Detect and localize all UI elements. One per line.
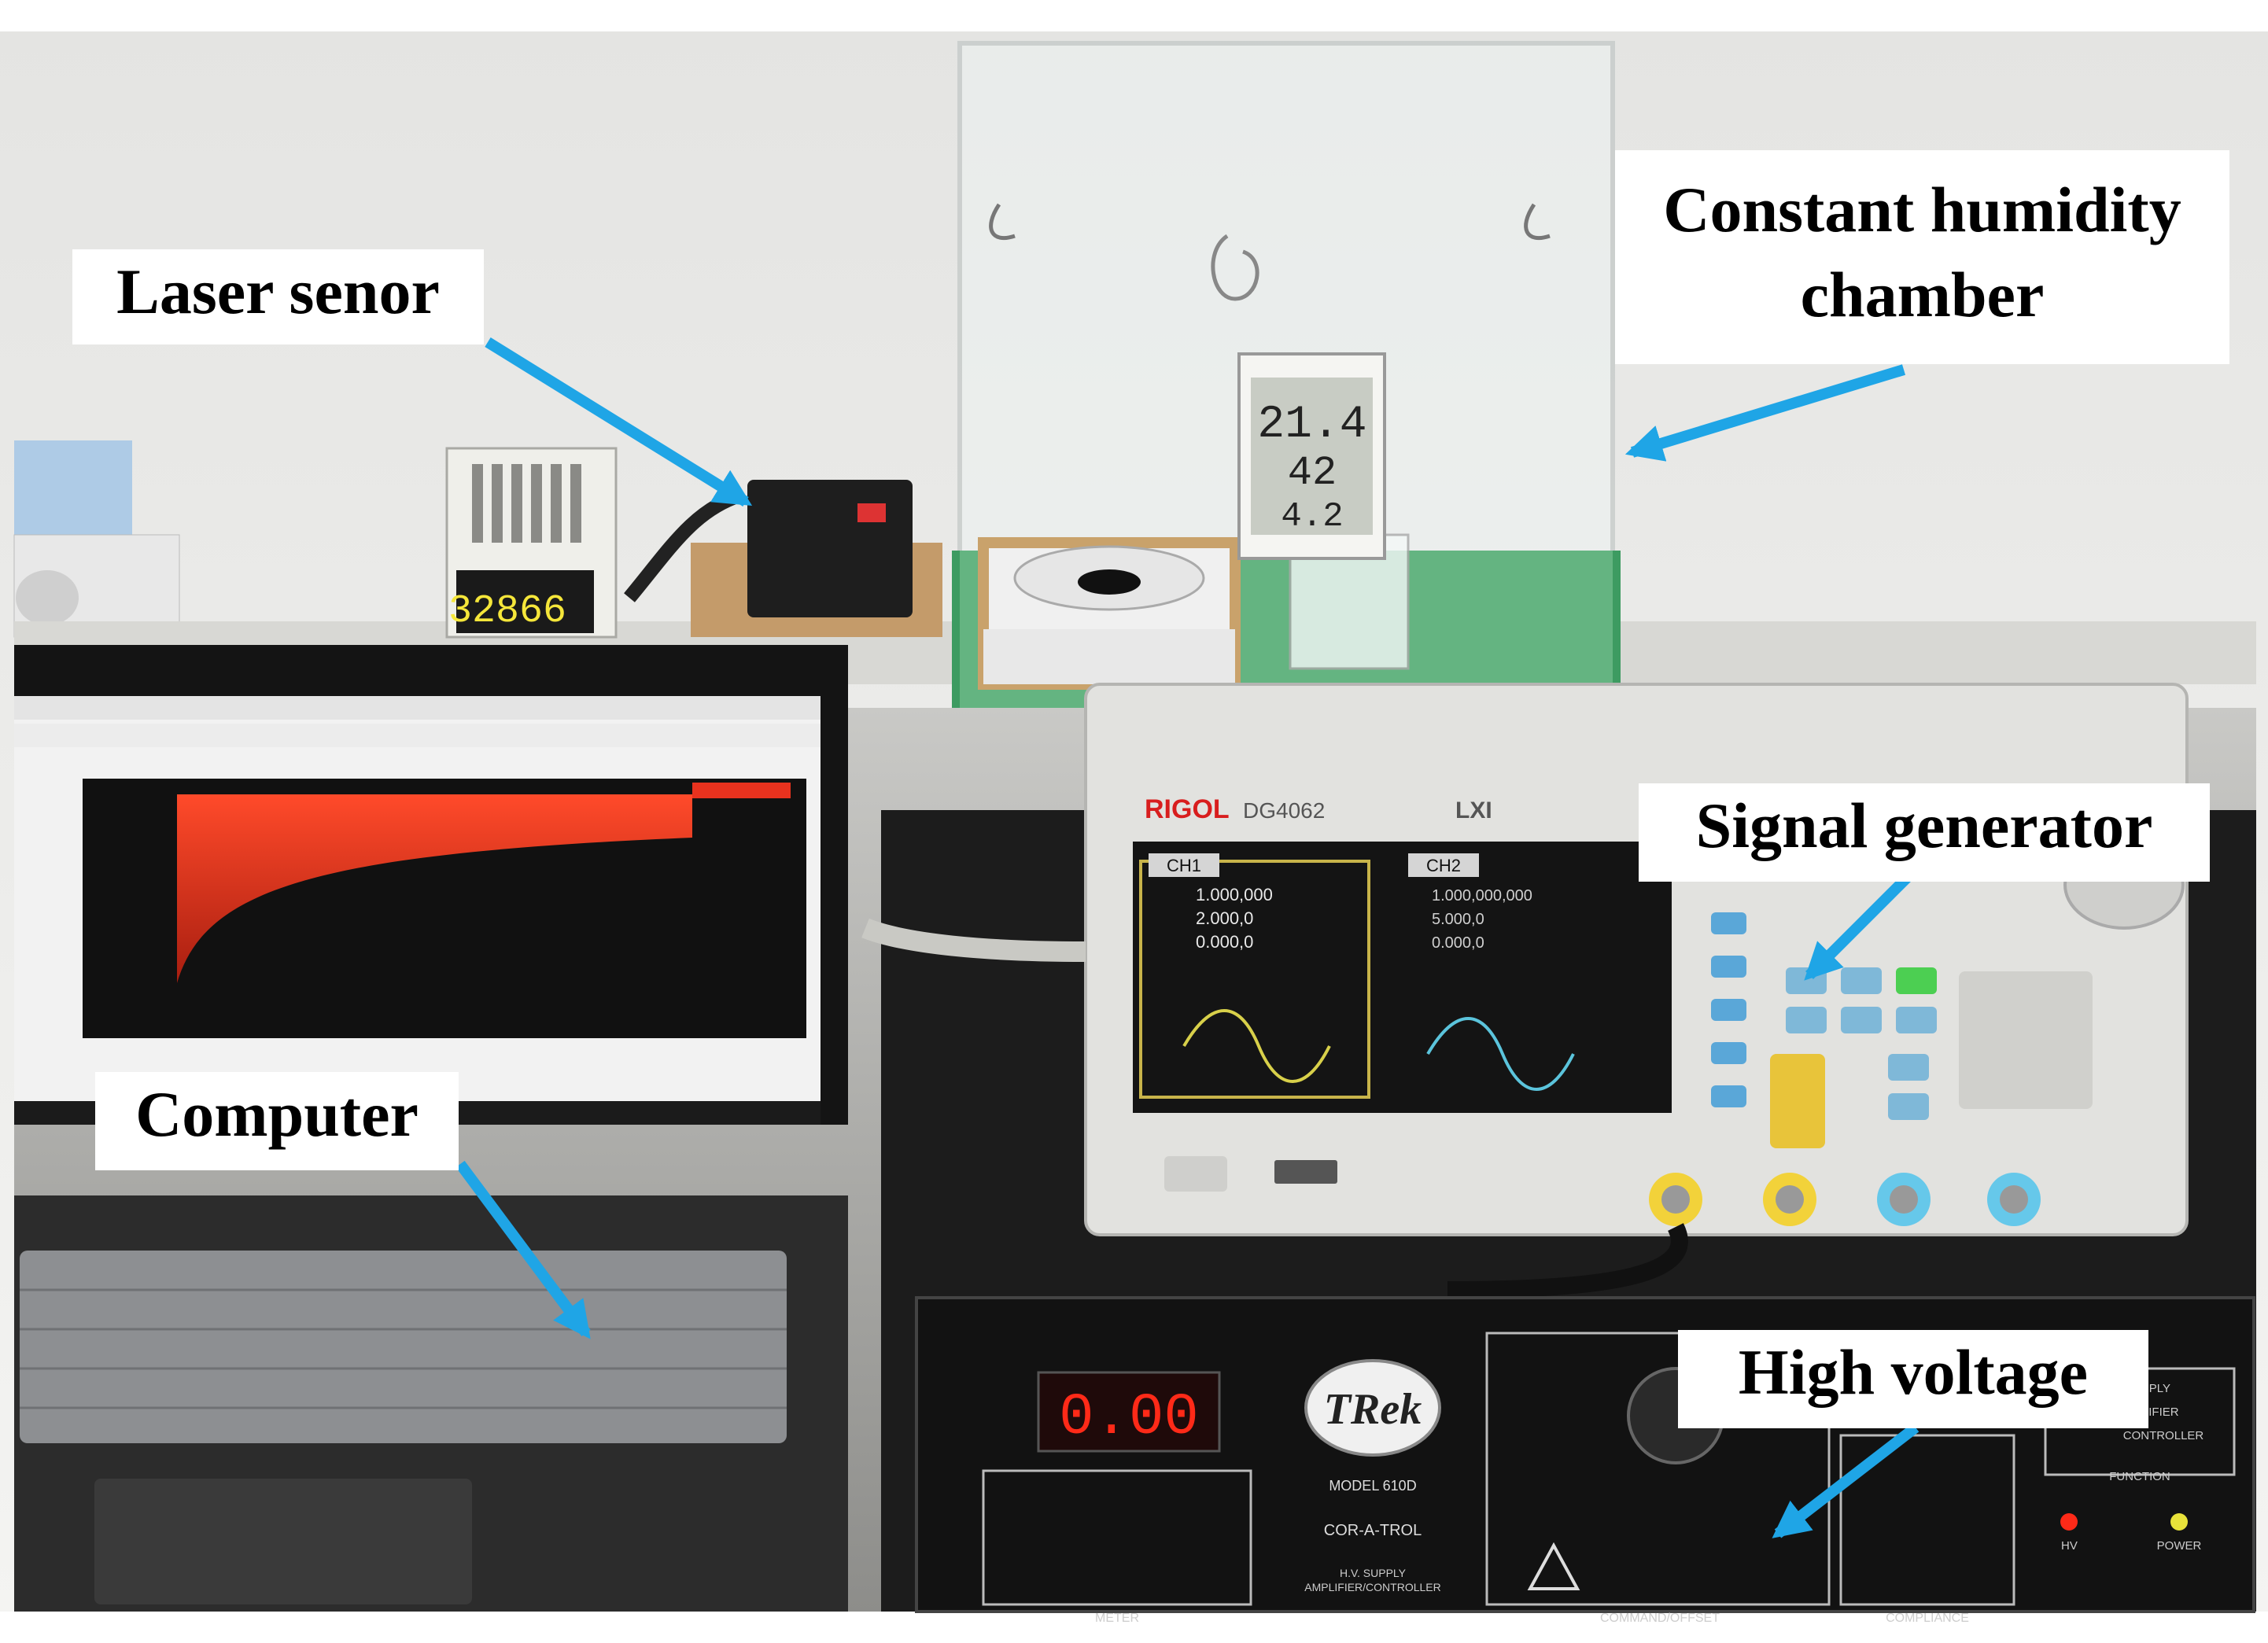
- generator-screen: [1133, 842, 1672, 1113]
- hv-led: [2060, 1513, 2078, 1531]
- meter-label: METER: [1095, 1612, 1139, 1625]
- ch1-amplitude: 2.000,0: [1196, 908, 1253, 928]
- label-computer: Computer: [95, 1072, 459, 1170]
- amp-subtitle-2: AMPLIFIER/CONTROLLER: [1304, 1581, 1440, 1593]
- ch2-tab: CH2: [1426, 856, 1461, 875]
- ch1-tab: CH1: [1167, 856, 1201, 875]
- amp-model: MODEL 610D: [1329, 1478, 1416, 1494]
- ch1-waveform: [1182, 1009, 1331, 1083]
- label-signal-generator: Signal generator: [1639, 783, 2210, 882]
- arrow-laser-sensor: [485, 337, 753, 507]
- bnc-connectors: [1649, 1173, 2041, 1226]
- white-border: [0, 0, 2268, 31]
- ch2-waveform: [1426, 1017, 1575, 1091]
- hygrometer: 21.4 42 4.2: [1237, 352, 1386, 560]
- amplifier-display: 0.00: [1059, 1385, 1199, 1451]
- ch2-amplitude: 5.000,0: [1432, 911, 1484, 928]
- laptop-touchpad: [94, 1479, 472, 1604]
- arrow-computer: [455, 1160, 591, 1339]
- ch1-offset: 0.000,0: [1196, 932, 1253, 952]
- ch2-offset: 0.000,0: [1432, 934, 1484, 952]
- function-label: FUNCTION: [2109, 1470, 2170, 1483]
- trek-logo: TRek: [1324, 1385, 1422, 1434]
- label-chamber-line-2: chamber: [1800, 259, 2045, 330]
- label-humidity-chamber: Constant humidity chamber: [1615, 150, 2229, 364]
- hv-label: HV: [2061, 1539, 2078, 1553]
- label-chamber-line-1: Constant humidity: [1663, 174, 2181, 245]
- label-signal-generator-text: Signal generator: [1695, 790, 2153, 861]
- laser-sensor: [691, 480, 942, 637]
- label-high-voltage: High voltage: [1678, 1330, 2148, 1428]
- power-label: POWER: [2157, 1539, 2202, 1553]
- laser-controller: 32866: [445, 447, 618, 639]
- plot-trace: [177, 794, 692, 983]
- hygrometer-reading-3: 4.2: [1281, 497, 1343, 536]
- signal-generator: RIGOL DG4062 LXI CH1 CH2 1.000,000 2.000…: [1084, 683, 2189, 1236]
- amp-name: COR-A-TROL: [1324, 1522, 1422, 1539]
- hygrometer-reading-1: 21.4: [1257, 400, 1366, 451]
- usb-cable: [861, 918, 1086, 962]
- arrow-high-voltage: [1772, 1423, 1920, 1538]
- left-shelf-device: [13, 440, 180, 638]
- power-led: [2170, 1513, 2188, 1531]
- ch1-frequency: 1.000,000: [1196, 885, 1273, 904]
- laptop: [14, 645, 848, 1612]
- controller-text: CONTROLLER: [2123, 1429, 2204, 1442]
- generator-model: DG4062: [1243, 798, 1325, 823]
- arrow-signal-generator: [1804, 873, 1912, 981]
- arrow-chamber: [1624, 364, 1906, 462]
- hygrometer-reading-2: 42: [1288, 450, 1337, 496]
- ch2-frequency: 1.000,000,000: [1432, 887, 1532, 904]
- amp-subtitle-1: H.V. SUPPLY: [1340, 1567, 1407, 1579]
- warning-icon: [1527, 1542, 1580, 1590]
- compliance-label: COMPLIANCE: [1886, 1612, 1969, 1625]
- label-laser-sensor: Laser senor: [72, 249, 484, 344]
- label-high-voltage-text: High voltage: [1738, 1336, 2089, 1408]
- generator-brand: RIGOL: [1145, 794, 1230, 824]
- controller-display: 32866: [448, 589, 566, 634]
- lxi-logo: LXI: [1455, 798, 1492, 823]
- label-computer-text: Computer: [135, 1078, 419, 1150]
- command-offset-label: COMMAND/OFFSET: [1600, 1612, 1720, 1625]
- laptop-keyboard: [20, 1251, 787, 1443]
- label-laser-sensor-text: Laser senor: [116, 256, 440, 327]
- bnc-cable: [1447, 1223, 1688, 1299]
